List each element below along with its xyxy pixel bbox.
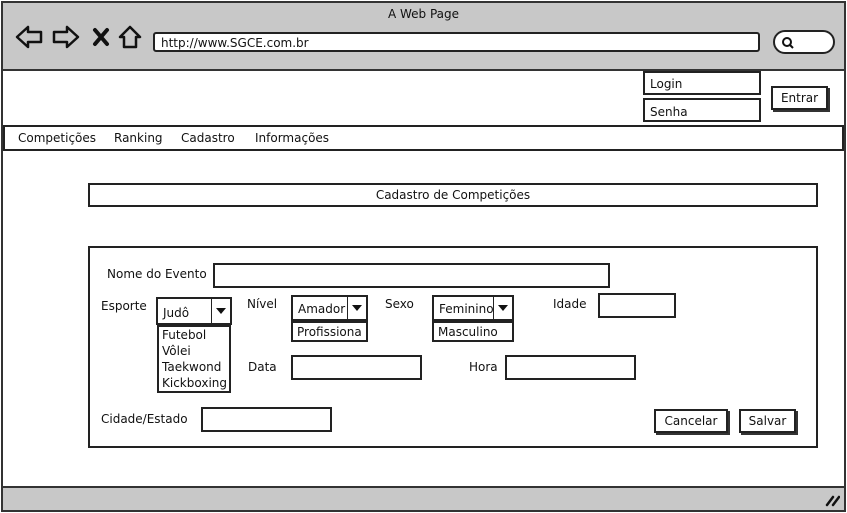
sexo-option-label: Masculino [438, 325, 498, 339]
sexo-select[interactable]: Feminino [432, 295, 514, 321]
close-x-icon[interactable] [92, 27, 110, 47]
chevron-down-icon [498, 305, 508, 311]
nivel-selected: Amador [298, 302, 346, 316]
nivel-option-profissional[interactable]: Profissiona [291, 321, 368, 342]
esporte-selected: Judô [163, 306, 190, 320]
cancelar-button[interactable]: Cancelar [654, 409, 728, 433]
page-title: Cadastro de Competições [375, 188, 531, 202]
home-icon[interactable] [117, 24, 143, 50]
hora-label: Hora [469, 360, 498, 374]
forward-arrow-icon[interactable] [52, 25, 80, 49]
main-nav [3, 125, 844, 151]
idade-input[interactable] [598, 293, 676, 318]
window-title: A Web Page [387, 7, 460, 21]
nav-item-competicoes[interactable]: Competições [18, 131, 97, 145]
idade-label: Idade [553, 297, 587, 311]
senha-placeholder: Senha [650, 105, 688, 119]
address-url: http://www.SGCE.com.br [161, 36, 309, 50]
login-placeholder: Login [650, 77, 683, 91]
chevron-down-icon [216, 308, 226, 314]
sexo-label: Sexo [385, 297, 414, 311]
data-label: Data [248, 360, 277, 374]
nav-item-informacoes[interactable]: Informações [255, 131, 330, 145]
chevron-down-icon [352, 305, 362, 311]
esporte-option-kickboxing[interactable]: Kickboxing [162, 376, 227, 390]
nivel-dropdown-button[interactable] [347, 297, 366, 319]
login-field[interactable]: Login [643, 71, 761, 95]
entrar-button[interactable]: Entrar [771, 86, 828, 110]
nav-item-cadastro[interactable]: Cadastro [181, 131, 235, 145]
search-icon [781, 36, 795, 50]
search-box[interactable] [773, 30, 835, 54]
browser-statusbar [3, 486, 844, 510]
senha-field[interactable]: Senha [643, 98, 761, 122]
nivel-select[interactable]: Amador [291, 295, 368, 321]
esporte-select[interactable]: Judô [156, 297, 232, 325]
sexo-option-masculino[interactable]: Masculino [432, 321, 514, 342]
cidade-estado-input[interactable] [201, 407, 332, 432]
esporte-option-taekwond[interactable]: Taekwond [162, 360, 222, 374]
data-input[interactable] [291, 355, 422, 380]
cidade-estado-label: Cidade/Estado [101, 412, 188, 426]
esporte-option-volei[interactable]: Vôlei [162, 344, 191, 358]
nav-item-ranking[interactable]: Ranking [114, 131, 163, 145]
sexo-dropdown-button[interactable] [493, 297, 512, 319]
nivel-option-label: Profissiona [297, 325, 362, 339]
nivel-label: Nível [247, 297, 278, 311]
resize-grip-icon[interactable] [824, 493, 840, 507]
nome-evento-input[interactable] [213, 263, 610, 288]
esporte-dropdown-button[interactable] [211, 299, 230, 323]
esporte-label: Esporte [101, 299, 147, 313]
hora-input[interactable] [505, 355, 636, 380]
nome-evento-label: Nome do Evento [107, 267, 207, 281]
esporte-option-futebol[interactable]: Futebol [162, 328, 207, 342]
salvar-button[interactable]: Salvar [739, 409, 796, 433]
sexo-selected: Feminino [439, 302, 494, 316]
page-title-box [88, 183, 818, 207]
esporte-options-list [157, 325, 231, 393]
back-arrow-icon[interactable] [15, 25, 43, 49]
address-bar[interactable]: http://www.SGCE.com.br [153, 32, 760, 52]
